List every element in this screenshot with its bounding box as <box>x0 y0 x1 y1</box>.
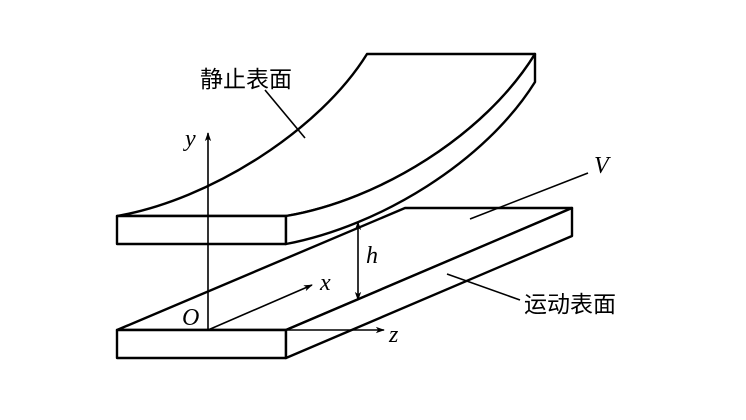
moving-plate <box>115 206 574 360</box>
gap-label: h <box>366 243 378 269</box>
y-axis-label: y <box>183 126 196 152</box>
stationary-surface-label: 静止表面 <box>200 67 292 93</box>
velocity-leader <box>469 172 589 220</box>
velocity-label: V <box>594 153 611 179</box>
x-axis-label: x <box>319 270 331 296</box>
x-axis <box>207 284 313 331</box>
moving-plate-side-face <box>284 206 574 360</box>
origin-label: O <box>182 305 199 331</box>
stationary-plate <box>115 52 537 246</box>
stationary-surface-leader <box>264 89 306 139</box>
stationary-plate-side-face <box>284 52 537 246</box>
moving-plate-front-face <box>115 328 288 360</box>
moving-surface-leader <box>446 273 521 301</box>
stationary-plate-front-face <box>115 214 288 246</box>
moving-surface-label: 运动表面 <box>524 292 616 318</box>
z-axis-label: z <box>388 322 399 348</box>
